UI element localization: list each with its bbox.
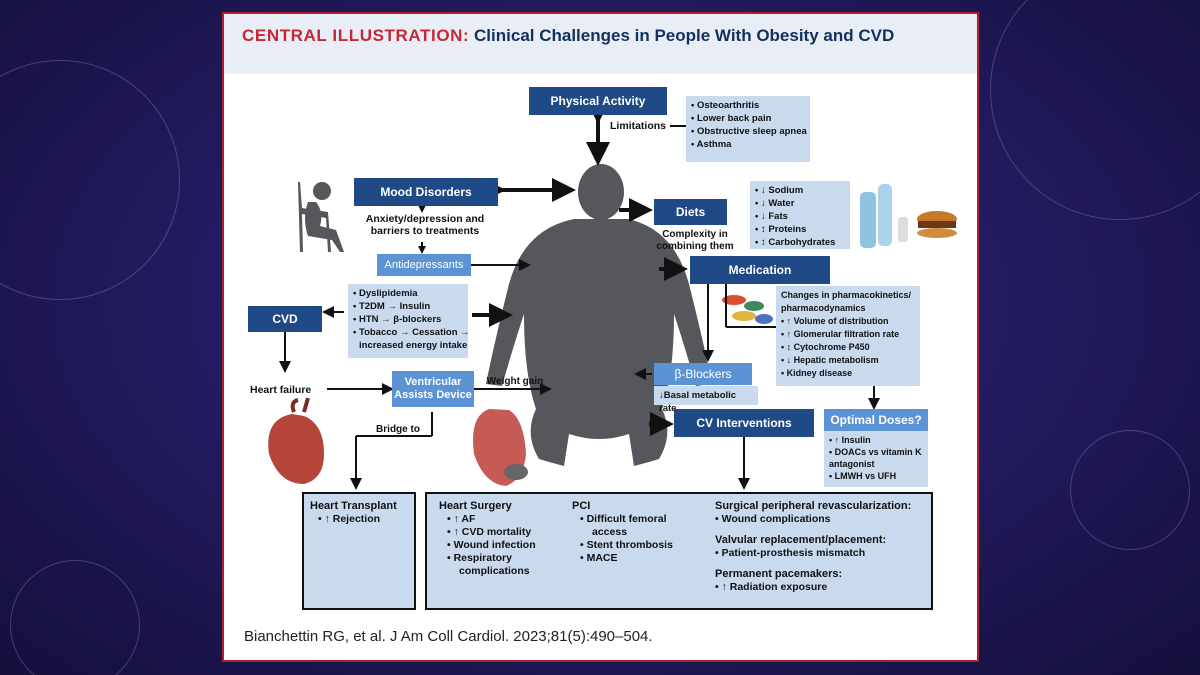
pills-icon <box>722 295 773 324</box>
interventions-outcomes-box: Heart Surgery • ↑ AF • ↑ CVD mortality •… <box>425 492 933 610</box>
pci-column: PCI • Difficult femoral access • Stent t… <box>572 500 673 564</box>
optimal-doses-list: • ↑ Insulin • DOACs vs vitamin K antagon… <box>824 431 928 487</box>
optimal-doses-box: Optimal Doses? <box>824 409 928 431</box>
mood-description: Anxiety/depression and barriers to treat… <box>365 213 485 237</box>
vad-box: Ventricular Assists Device <box>392 371 474 407</box>
diets-box: Diets <box>654 199 727 225</box>
physical-activity-box: Physical Activity <box>529 87 667 115</box>
citation: Bianchettin RG, et al. J Am Coll Cardiol… <box>244 628 653 645</box>
medication-box: Medication <box>690 256 830 284</box>
beta-blockers-box: β-Blockers <box>654 363 752 385</box>
heart-transplant-box: Heart Transplant • ↑ Rejection <box>302 492 416 610</box>
bg-circle-right-small <box>1070 430 1190 550</box>
cvd-box: CVD <box>248 306 322 332</box>
heart-left-icon <box>268 397 324 484</box>
bg-circle-left-small <box>10 560 140 675</box>
other-interventions-column: Surgical peripheral revascularization: •… <box>715 500 912 593</box>
diet-foods-icon <box>860 184 957 248</box>
sitting-person-icon <box>298 182 344 252</box>
beta-blockers-note: ↓Basal metabolic rate <box>654 386 758 414</box>
risk-factors-list: • Dyslipidemia • T2DM → Insulin • HTN → … <box>348 284 470 358</box>
diets-note: Complexity in combining them <box>656 229 734 252</box>
diets-list: • ↓ Sodium • ↓ Water • ↓ Fats • ↕ Protei… <box>750 181 850 249</box>
page-title: CENTRAL ILLUSTRATION: Clinical Challenge… <box>242 25 962 47</box>
pharmacokinetics-list: Changes in pharmacokinetics/ pharmacodyn… <box>776 286 920 386</box>
limitations-label: Limitations <box>609 120 666 132</box>
cv-interventions-box: CV Interventions <box>674 409 814 437</box>
weight-gain-label: Weight gain <box>486 376 544 387</box>
heart-vad-icon <box>473 409 528 486</box>
limitations-list: • Osteoarthritis • Lower back pain • Obs… <box>686 96 810 162</box>
heart-surgery-column: Heart Surgery • ↑ AF • ↑ CVD mortality •… <box>439 500 536 577</box>
bg-circle-right <box>990 0 1200 220</box>
central-illustration: CENTRAL ILLUSTRATION: Clinical Challenge… <box>222 12 979 662</box>
antidepressants-box: Antidepressants <box>377 254 471 276</box>
mood-disorders-box: Mood Disorders <box>354 178 498 206</box>
bridge-to-label: Bridge to <box>376 424 420 435</box>
title-main: Clinical Challenges in People With Obesi… <box>474 26 895 45</box>
bg-circle-left <box>0 60 180 300</box>
header-band: CENTRAL ILLUSTRATION: Clinical Challenge… <box>224 14 977 74</box>
title-prefix: CENTRAL ILLUSTRATION: <box>242 26 470 45</box>
heart-failure-label: Heart failure <box>250 384 312 396</box>
